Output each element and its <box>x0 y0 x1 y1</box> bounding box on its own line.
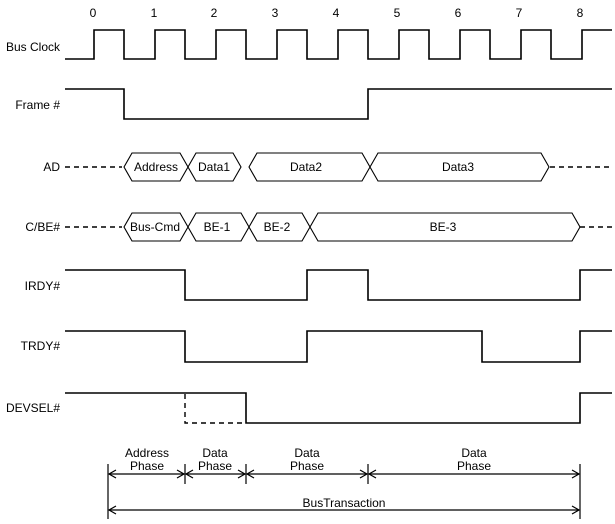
data-phase-2-label-line2: Phase <box>290 459 324 473</box>
ad-data3-label: Data3 <box>442 160 474 174</box>
data-phase-3-label-line2: Phase <box>457 459 491 473</box>
ad-segment-data1 <box>187 152 242 182</box>
cbe-segment-be3 <box>309 212 581 242</box>
label-trdy: TRDY# <box>21 339 61 353</box>
cycle-number: 3 <box>272 6 279 20</box>
label-devsel: DEVSEL# <box>6 401 60 415</box>
ad-bus: Address Data1 Data2 Data3 <box>65 152 612 182</box>
cycle-number: 7 <box>516 6 523 20</box>
ad-data2-label: Data2 <box>290 160 322 174</box>
cbe-bus-cmd-label: Bus-Cmd <box>130 220 180 234</box>
cbe-be3-label: BE-3 <box>430 220 457 234</box>
ad-data1-label: Data1 <box>198 160 230 174</box>
data-phase-1-label-line1: Data <box>202 446 228 460</box>
bus-clock-wave <box>65 29 612 60</box>
data-phase-3-arrow <box>367 469 581 479</box>
devsel-signal <box>65 392 612 424</box>
cycle-number: 5 <box>394 6 401 20</box>
cbe-be1-label: BE-1 <box>204 220 231 234</box>
ad-address-label: Address <box>134 160 178 174</box>
ad-segment-data3 <box>369 152 550 182</box>
phase-boundaries <box>107 464 581 519</box>
label-cbe: C/BE# <box>25 220 60 234</box>
phase-arrows <box>107 469 581 515</box>
cycle-number: 6 <box>455 6 462 20</box>
cycle-number: 0 <box>90 6 97 20</box>
address-phase-label-line2: Phase <box>130 459 164 473</box>
address-phase-arrow <box>107 469 186 479</box>
data-phase-2-arrow <box>245 469 369 479</box>
label-irdy: IRDY# <box>25 279 61 293</box>
phase-labels: Address Phase Data Phase Data Phase Data… <box>125 446 491 510</box>
data-phase-1-label-line2: Phase <box>198 459 232 473</box>
irdy-wave <box>65 269 612 301</box>
label-ad: AD <box>43 160 60 174</box>
data-phase-2-label-line1: Data <box>294 446 320 460</box>
cycle-number: 4 <box>333 6 340 20</box>
data-phase-3-label-line1: Data <box>461 446 487 460</box>
cycle-number: 8 <box>577 6 584 20</box>
label-frame: Frame # <box>15 98 60 112</box>
cycle-numbers: 0 1 2 3 4 5 6 7 8 <box>90 6 584 20</box>
cbe-bus: Bus-Cmd BE-1 BE-2 BE-3 <box>65 212 612 242</box>
label-bus-clock: Bus Clock <box>6 40 61 54</box>
address-phase-label-line1: Address <box>125 446 169 460</box>
trdy-wave <box>65 330 612 363</box>
cycle-number: 1 <box>151 6 158 20</box>
signal-labels: Bus Clock Frame # AD C/BE# IRDY# TRDY# D… <box>6 40 61 415</box>
devsel-wave <box>65 392 612 424</box>
devsel-alternate-timing <box>184 394 246 424</box>
cbe-be2-label: BE-2 <box>264 220 291 234</box>
cycle-number: 2 <box>211 6 218 20</box>
bus-transaction-arrow <box>107 505 581 515</box>
frame-wave <box>65 88 612 120</box>
data-phase-1-arrow <box>184 469 247 479</box>
bus-transaction-label: BusTransaction <box>303 496 386 510</box>
